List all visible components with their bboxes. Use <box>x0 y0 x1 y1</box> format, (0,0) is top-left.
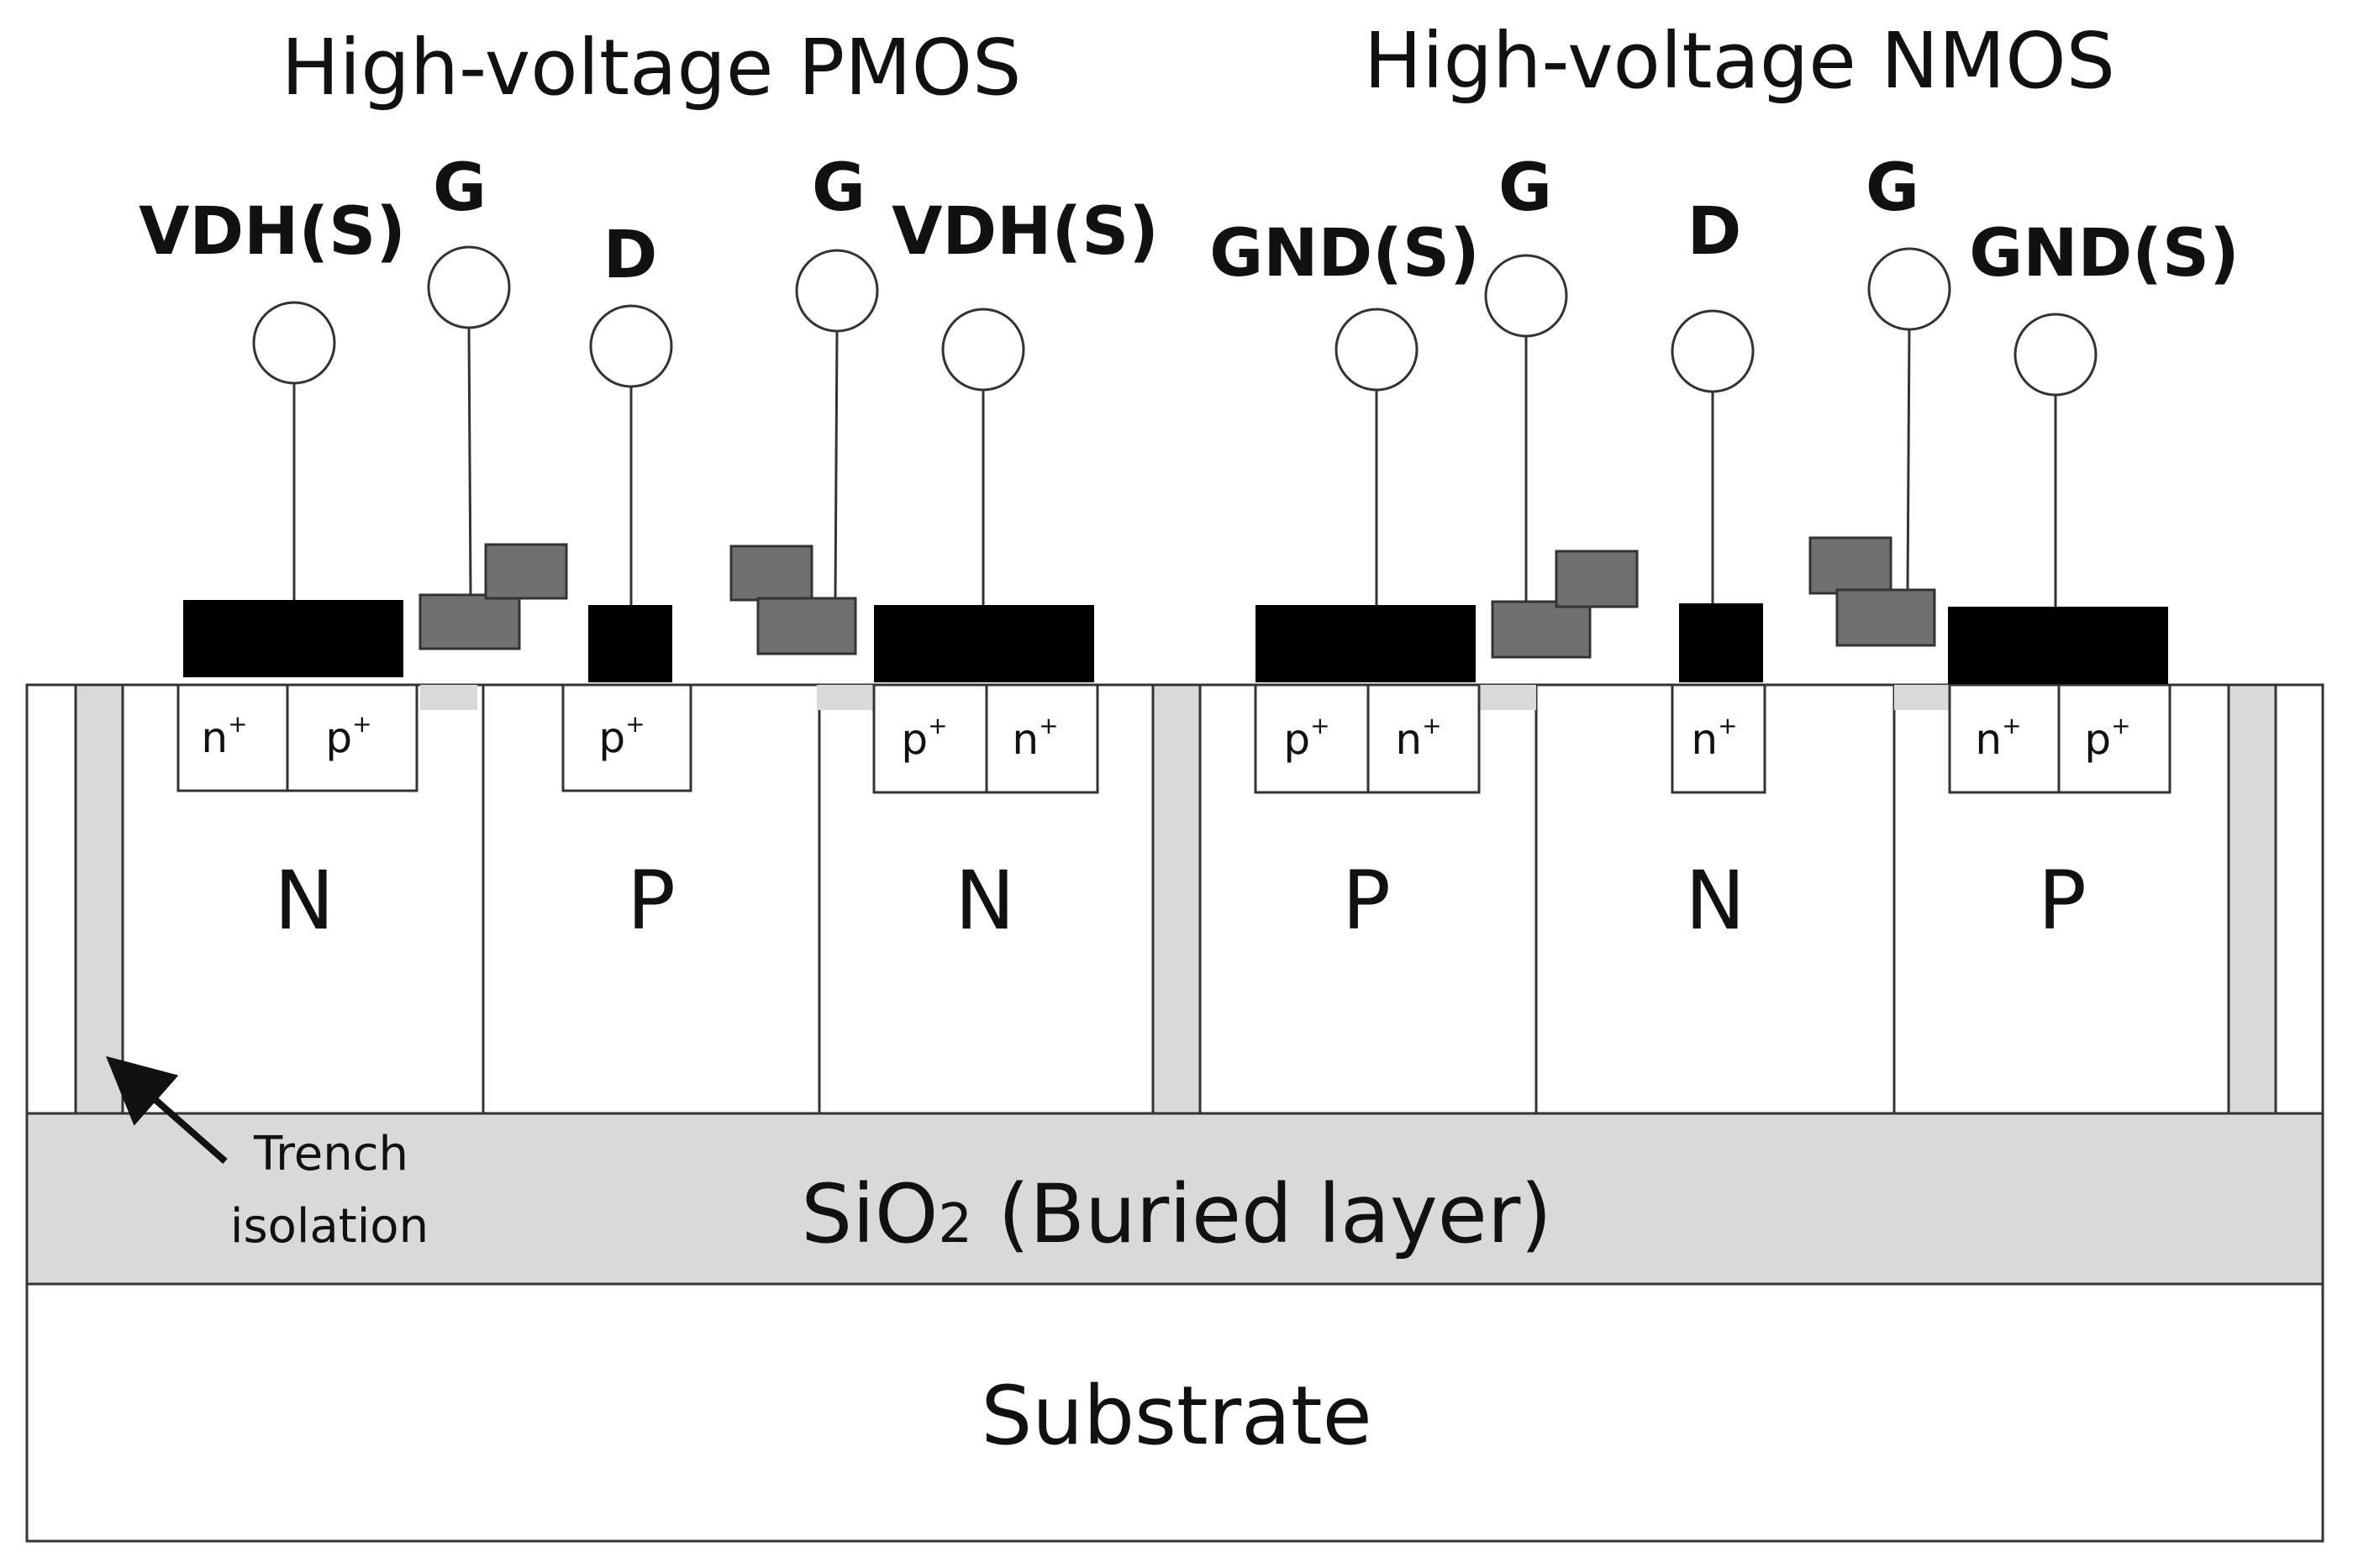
trench-annotation-arrow <box>105 1055 228 1165</box>
well-boundaries <box>482 685 1896 1113</box>
node-pmos-gate-right <box>795 249 879 333</box>
label-pmos-gate-right: G <box>812 150 866 226</box>
gate-nmos-left-lower <box>1491 600 1592 659</box>
trench-isolation-left <box>74 683 124 1115</box>
gate-oxide-strips <box>420 685 1951 710</box>
node-nmos-source-right <box>2013 313 2098 397</box>
node-nmos-drain <box>1671 309 1755 393</box>
gate-pmos-left-upper <box>484 543 568 600</box>
gate-pmos-right-upper <box>729 545 813 602</box>
gate-nmos-right-upper <box>1808 536 1892 595</box>
node-pmos-source-right <box>941 308 1025 392</box>
label-nmos-drain: D <box>1687 194 1742 270</box>
svg-text:n+: n+ <box>201 710 247 762</box>
svg-text:p+: p+ <box>901 712 947 764</box>
node-pmos-source-left <box>252 301 336 385</box>
label-pmos-drain: D <box>603 218 658 293</box>
svg-text:n+: n+ <box>1975 712 2021 764</box>
pmos-title: High-voltage PMOS <box>282 23 1022 113</box>
buried-oxide-layer <box>25 1112 2324 1286</box>
node-pmos-drain <box>589 304 673 388</box>
metal-contacts <box>183 600 2168 684</box>
contact-pmos-source-left <box>183 600 403 677</box>
label-nmos-source-right: GND(S) <box>1969 216 2240 292</box>
node-nmos-gate-left <box>1484 254 1568 338</box>
svg-text:n+: n+ <box>1395 712 1441 764</box>
well-label-pmos-right: N <box>955 854 1015 948</box>
svg-text:p+: p+ <box>2084 712 2130 764</box>
well-label-pmos-left: N <box>274 854 334 948</box>
gate-nmos-left-upper <box>1555 550 1639 608</box>
label-pmos-gate-left: G <box>433 150 487 226</box>
node-pmos-gate-left <box>427 245 511 329</box>
trench-annotation-line2: isolation <box>230 1199 429 1254</box>
label-pmos-source-left: VDH(S) <box>139 194 406 270</box>
buried-oxide-label: SiO2 (Buried layer) <box>801 1167 1552 1261</box>
terminal-nodes <box>252 245 2098 397</box>
substrate-layer <box>25 1282 2324 1543</box>
node-nmos-source-left <box>1334 308 1419 392</box>
label-nmos-source-left: GND(S) <box>1209 216 1480 292</box>
well-label-nmos-drain: N <box>1685 854 1745 948</box>
node-nmos-gate-right <box>1867 247 1951 331</box>
gate-electrodes <box>418 536 1936 659</box>
gate-pmos-left-lower <box>418 593 521 650</box>
label-nmos-gate-right: G <box>1866 150 1919 226</box>
gate-nmos-right-lower <box>1835 588 1936 647</box>
label-pmos-source-right: VDH(S) <box>892 194 1159 270</box>
doped-region-nmos-source-left: p+ n+ <box>1254 683 1481 794</box>
doped-region-pmos-source-right: p+ n+ <box>872 683 1099 794</box>
well-label-pmos-drain: P <box>627 854 676 948</box>
doped-region-pmos-source-left: n+ p+ <box>176 683 418 792</box>
doped-region-pmos-drain: p+ <box>561 683 692 792</box>
well-label-nmos-right: P <box>2038 854 2087 948</box>
svg-text:p+: p+ <box>325 710 371 762</box>
well-label-nmos-left: P <box>1342 854 1391 948</box>
gate-pmos-right-lower <box>756 597 857 655</box>
substrate-label: Substrate <box>981 1369 1371 1463</box>
doped-region-nmos-drain: n+ <box>1671 683 1766 794</box>
contact-nmos-source-left <box>1255 605 1476 682</box>
svg-text:n+: n+ <box>1691 712 1737 764</box>
svg-text:p+: p+ <box>1283 712 1329 764</box>
svg-text:p+: p+ <box>598 710 645 762</box>
contact-pmos-drain <box>588 605 672 682</box>
contact-pmos-source-right <box>874 605 1094 682</box>
label-nmos-gate-left: G <box>1498 150 1552 226</box>
contact-nmos-source-right <box>1948 607 2168 684</box>
trench-isolation-middle <box>1151 683 1202 1115</box>
terminal-wires <box>292 327 2057 607</box>
svg-text:n+: n+ <box>1012 712 1058 764</box>
doped-region-nmos-source-right: n+ p+ <box>1948 683 2171 794</box>
trench-isolation-right <box>2227 683 2277 1115</box>
contact-nmos-drain <box>1679 603 1763 682</box>
nmos-title: High-voltage NMOS <box>1364 16 2115 106</box>
trench-annotation-line1: Trench <box>253 1127 408 1181</box>
